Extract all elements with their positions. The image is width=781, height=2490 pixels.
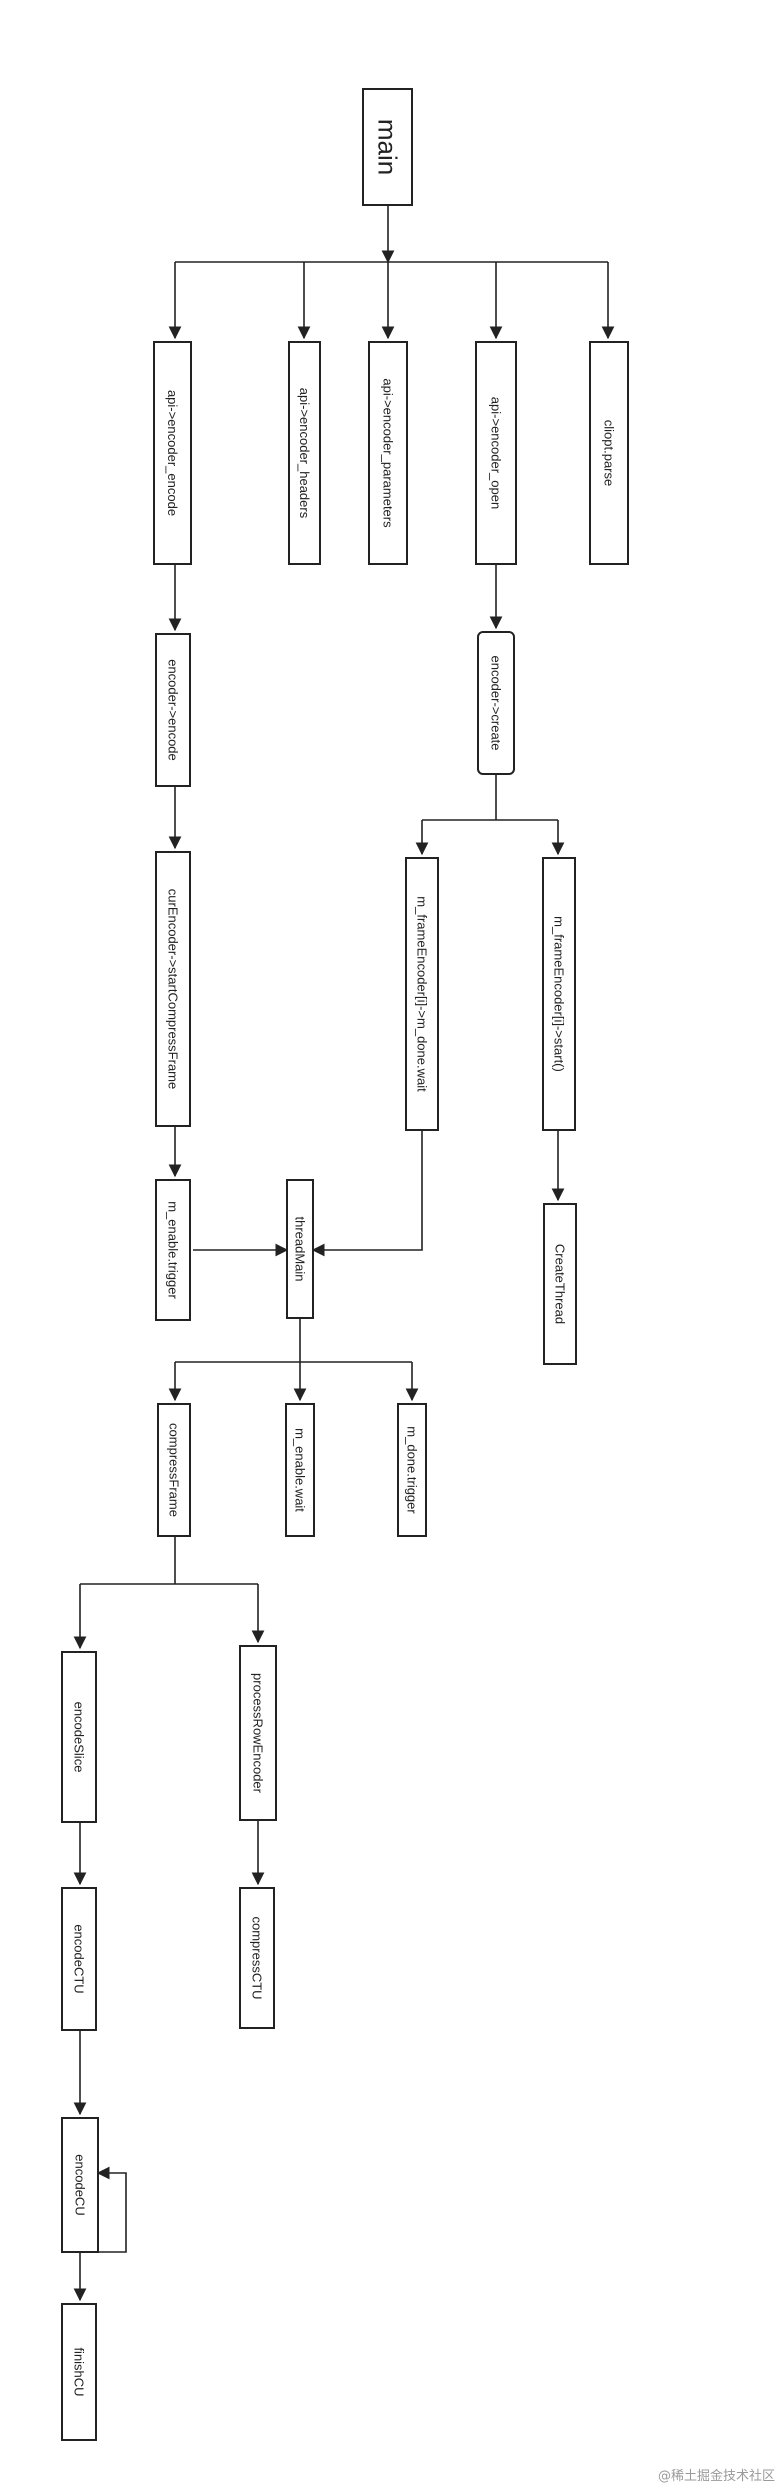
node-cliopt-parse: cliopt.parse xyxy=(589,341,629,565)
node-done-trigger: m_done.trigger xyxy=(397,1403,427,1537)
node-api-encoder-encode-label: api->encoder_encode xyxy=(165,390,180,516)
node-done-wait-label: m_frameEncoder[i]->m_done.wait xyxy=(415,896,430,1092)
node-encode-cu-label: encodeCU xyxy=(73,2154,88,2215)
node-api-encoder-parameters: api->encoder_parameters xyxy=(368,341,408,565)
node-create-thread-label: CreateThread xyxy=(553,1244,568,1324)
node-enable-wait: m_enable.wait xyxy=(285,1403,315,1537)
node-start-compress-frame-label: curEncoder->startCompressFrame xyxy=(166,889,181,1089)
node-compress-frame-label: compressFrame xyxy=(167,1423,182,1517)
node-create-thread: CreateThread xyxy=(543,1203,577,1365)
node-encode-ctu-label: encodeCTU xyxy=(72,1924,87,1993)
node-api-encoder-headers-label: api->encoder_headers xyxy=(297,388,312,519)
watermark: @稀土掘金技术社区 xyxy=(658,2468,775,2484)
node-enable-trigger: m_enable.trigger xyxy=(155,1179,191,1321)
node-frame-start-label: m_frameEncoder[i]->start() xyxy=(552,916,567,1072)
node-api-encoder-headers: api->encoder_headers xyxy=(288,341,321,565)
node-frame-start: m_frameEncoder[i]->start() xyxy=(542,857,576,1131)
node-encode-cu: encodeCU xyxy=(61,2117,99,2253)
node-finish-cu: finishCU xyxy=(61,2303,97,2441)
node-thread-main: threadMain xyxy=(286,1179,314,1319)
node-finish-cu-label: finishCU xyxy=(72,2347,87,2396)
node-encode-slice-label: encodeSlice xyxy=(72,1702,87,1773)
edge-done-wait-to-thread-main xyxy=(311,1130,423,1257)
node-process-row-encoder: processRowEncoder xyxy=(239,1645,277,1821)
node-encoder-create: encoder->create xyxy=(477,631,515,775)
node-api-encoder-open-label: api->encoder_open xyxy=(489,397,504,509)
node-api-encoder-parameters-label: api->encoder_parameters xyxy=(381,378,396,528)
node-encoder-encode: encoder->encode xyxy=(155,633,191,787)
node-done-wait: m_frameEncoder[i]->m_done.wait xyxy=(405,857,439,1131)
node-encoder-create-label: encoder->create xyxy=(489,655,504,750)
nodes: main api->encoder_encode api->encoder_he… xyxy=(61,88,629,2441)
node-compress-frame: compressFrame xyxy=(157,1403,191,1537)
node-encoder-encode-label: encoder->encode xyxy=(166,659,181,761)
node-done-trigger-label: m_done.trigger xyxy=(405,1426,420,1514)
node-api-encoder-encode: api->encoder_encode xyxy=(153,341,192,565)
node-encode-slice: encodeSlice xyxy=(61,1651,97,1823)
node-encode-ctu: encodeCTU xyxy=(61,1887,97,2031)
node-thread-main-label: threadMain xyxy=(293,1216,308,1281)
edge-encode-cu-self-loop xyxy=(80,2166,127,2253)
node-process-row-encoder-label: processRowEncoder xyxy=(251,1673,266,1794)
node-enable-wait-label: m_enable.wait xyxy=(293,1428,308,1512)
node-main: main xyxy=(362,88,413,206)
node-cliopt-parse-label: cliopt.parse xyxy=(602,420,617,486)
node-compress-ctu: compressCTU xyxy=(239,1887,275,2029)
node-main-label: main xyxy=(373,119,403,175)
node-api-encoder-open: api->encoder_open xyxy=(475,341,517,565)
edges xyxy=(73,205,615,2302)
node-compress-ctu-label: compressCTU xyxy=(250,1916,265,1999)
node-enable-trigger-label: m_enable.trigger xyxy=(166,1201,181,1299)
node-start-compress-frame: curEncoder->startCompressFrame xyxy=(155,851,191,1127)
